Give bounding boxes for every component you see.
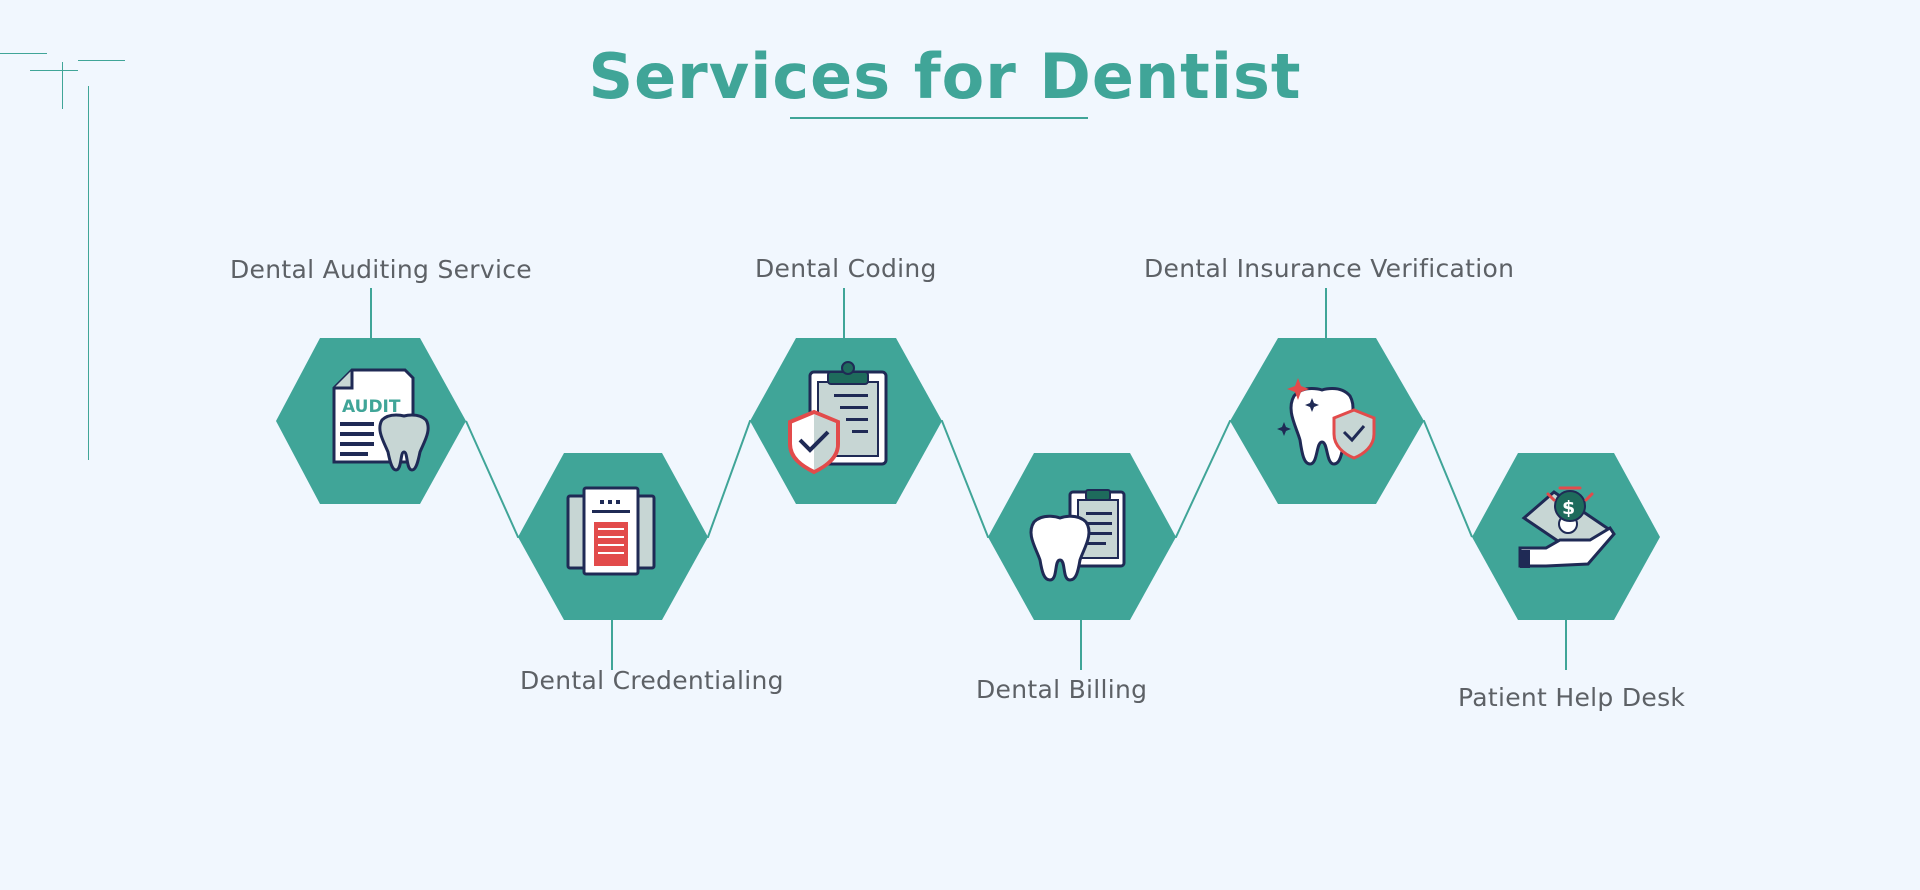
credential-document-icon (566, 486, 656, 576)
service-label-insurance: Dental Insurance Verification (1144, 254, 1515, 283)
service-label-billing: Dental Billing (976, 675, 1148, 704)
deco-line (88, 86, 89, 460)
service-hexagon-billing (988, 453, 1176, 620)
service-hexagon-auditing: AUDIT (276, 338, 466, 504)
service-hexagon-coding (750, 338, 942, 504)
deco-line (30, 70, 78, 71)
tooth-shield-icon (1277, 378, 1376, 466)
deco-line (78, 60, 125, 61)
audit-document-tooth-icon: AUDIT (332, 368, 430, 472)
clipboard-shield-icon (788, 361, 888, 475)
page-title: Services for Dentist (588, 40, 1302, 113)
service-label-credentialing: Dental Credentialing (520, 666, 784, 695)
deco-line (62, 62, 63, 109)
service-hexagon-credentialing (518, 453, 708, 620)
deco-line (0, 53, 47, 54)
service-hexagon-insurance (1230, 338, 1424, 504)
service-label-help-desk: Patient Help Desk (1458, 683, 1686, 712)
dollar-sign-text: $ (1562, 497, 1575, 519)
hand-money-icon: $ (1518, 486, 1616, 568)
tooth-clipboard-icon (1029, 489, 1126, 582)
audit-icon-text: AUDIT (342, 397, 401, 417)
service-label-auditing: Dental Auditing Service (230, 255, 532, 284)
service-label-coding: Dental Coding (755, 254, 937, 283)
title-underline (790, 117, 1088, 119)
service-hexagon-help-desk: $ (1472, 453, 1660, 620)
